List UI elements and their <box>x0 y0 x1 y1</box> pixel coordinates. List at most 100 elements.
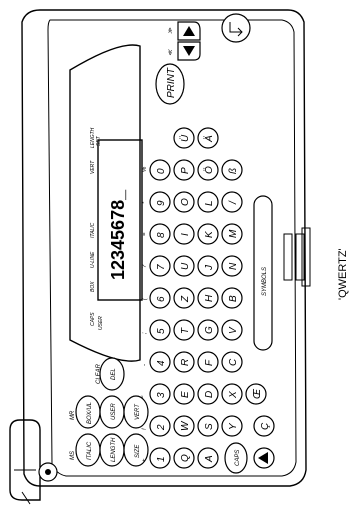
enter-key[interactable] <box>221 13 251 43</box>
key-z[interactable]: Z <box>173 287 195 309</box>
key-shift[interactable] <box>253 447 275 469</box>
key-e-label: E <box>180 391 191 398</box>
key-s[interactable]: S <box>197 415 219 437</box>
print-key-label: PRINT <box>166 67 177 98</box>
key-j[interactable]: J <box>197 255 219 277</box>
key-r[interactable]: R <box>173 351 195 373</box>
slot-1 <box>283 233 293 281</box>
fn-vert[interactable]: VERT <box>123 395 149 429</box>
key-i[interactable]: I <box>173 223 195 245</box>
key-t-label: T <box>180 327 191 334</box>
key-caps[interactable]: CAPS <box>224 442 248 474</box>
key-n-label: N <box>228 262 239 270</box>
symbol-star: * <box>142 201 148 204</box>
key-i-label: I <box>180 233 191 236</box>
enter-icon <box>229 22 243 37</box>
key-9[interactable]: 9 <box>149 191 171 213</box>
indicator-vert: VERT <box>90 160 96 174</box>
key-sz[interactable]: ß <box>221 159 243 181</box>
key-p-label: P <box>180 167 191 174</box>
key-f[interactable]: F <box>197 351 219 373</box>
indicator-user: USER <box>98 316 104 330</box>
key-9-label: 9 <box>156 200 167 206</box>
key-q[interactable]: Q <box>173 447 195 469</box>
fn-size-label: SIZE <box>135 444 141 458</box>
indicator-italic: ITALIC <box>90 222 96 238</box>
key-oe[interactable]: Ö <box>197 159 219 181</box>
key-g[interactable]: G <box>197 319 219 341</box>
double-arrow-up-icon: ≫ <box>168 27 174 34</box>
key-x-label: X <box>228 391 239 399</box>
fn-boxul[interactable]: BOX/UL <box>75 395 101 429</box>
key-3[interactable]: 3 <box>149 383 171 405</box>
key-k[interactable]: K <box>197 223 219 245</box>
fn-user-label: USER <box>111 403 117 420</box>
key-ae[interactable]: Ä <box>197 127 219 149</box>
key-o-label: O <box>180 198 191 206</box>
device-body <box>21 9 307 487</box>
key-l[interactable]: L <box>197 191 219 213</box>
key-1[interactable]: 1 <box>149 447 171 469</box>
key-k-label: K <box>204 230 215 238</box>
lcd-text: 12345678_ <box>108 189 128 280</box>
key-sz-label: ß <box>228 168 239 174</box>
key-n[interactable]: N <box>221 255 243 277</box>
key-oe-lig[interactable]: Œ <box>245 383 267 405</box>
key-a-label: A <box>204 455 215 463</box>
key-4-label: 4 <box>156 360 167 366</box>
key-v[interactable]: V <box>221 319 243 341</box>
key-p[interactable]: P <box>173 159 195 181</box>
key-ae-label: Ä <box>203 135 215 143</box>
fn-length-label: LENGTH <box>111 437 117 462</box>
key-4[interactable]: 4 <box>149 351 171 373</box>
fn-size[interactable]: SIZE <box>123 433 149 467</box>
key-5[interactable]: 5 <box>149 319 171 341</box>
label-mr: MR <box>70 410 76 420</box>
key-e[interactable]: E <box>173 383 195 405</box>
key-d[interactable]: D <box>197 383 219 405</box>
symbol-semicolon: ; <box>142 332 148 334</box>
key-a[interactable]: A <box>197 447 219 469</box>
key-8[interactable]: 8 <box>149 223 171 245</box>
fn-user[interactable]: USER <box>99 395 125 429</box>
fn-del-label: DEL <box>111 368 117 380</box>
key-g-label: G <box>204 326 215 334</box>
key-b[interactable]: B <box>221 287 243 309</box>
fn-del[interactable]: DEL <box>99 357 125 391</box>
symbol-paren: ( <box>142 297 148 300</box>
key-x[interactable]: X <box>221 383 243 405</box>
fn-length[interactable]: LENGTH <box>99 433 125 467</box>
key-slash[interactable]: / <box>221 191 243 213</box>
key-t[interactable]: T <box>173 319 195 341</box>
symbols-key[interactable]: SYMBOLS <box>253 195 273 351</box>
print-key[interactable] <box>155 63 185 105</box>
key-c[interactable]: C <box>221 351 243 373</box>
clip <box>301 227 311 287</box>
key-7[interactable]: 7 <box>149 255 171 277</box>
key-m[interactable]: M <box>221 223 243 245</box>
key-m-label: M <box>228 229 239 238</box>
key-f-label: F <box>204 359 215 366</box>
key-cedilla[interactable]: Ç <box>253 415 275 437</box>
key-slash-label: / <box>228 200 239 205</box>
key-y[interactable]: Y <box>221 415 243 437</box>
symbol-question: ? <box>142 264 148 268</box>
key-o[interactable]: O <box>173 191 195 213</box>
tape-slot <box>21 491 31 505</box>
key-r-label: R <box>180 359 191 366</box>
key-0[interactable]: 0 <box>149 159 171 181</box>
key-cedilla-label: Ç <box>260 422 271 430</box>
key-ue[interactable]: Ü <box>173 127 195 149</box>
key-8-label: 8 <box>156 232 167 238</box>
key-w[interactable]: W <box>173 415 195 437</box>
key-2[interactable]: 2 <box>149 415 171 437</box>
key-u[interactable]: U <box>173 255 195 277</box>
key-6[interactable]: 6 <box>149 287 171 309</box>
symbols-key-label: SYMBOLS <box>262 267 268 296</box>
key-1-label: 1 <box>156 456 167 462</box>
fn-italic[interactable]: ITALIC <box>75 433 101 467</box>
label-ms: MS <box>70 451 76 460</box>
key-h[interactable]: H <box>197 287 219 309</box>
